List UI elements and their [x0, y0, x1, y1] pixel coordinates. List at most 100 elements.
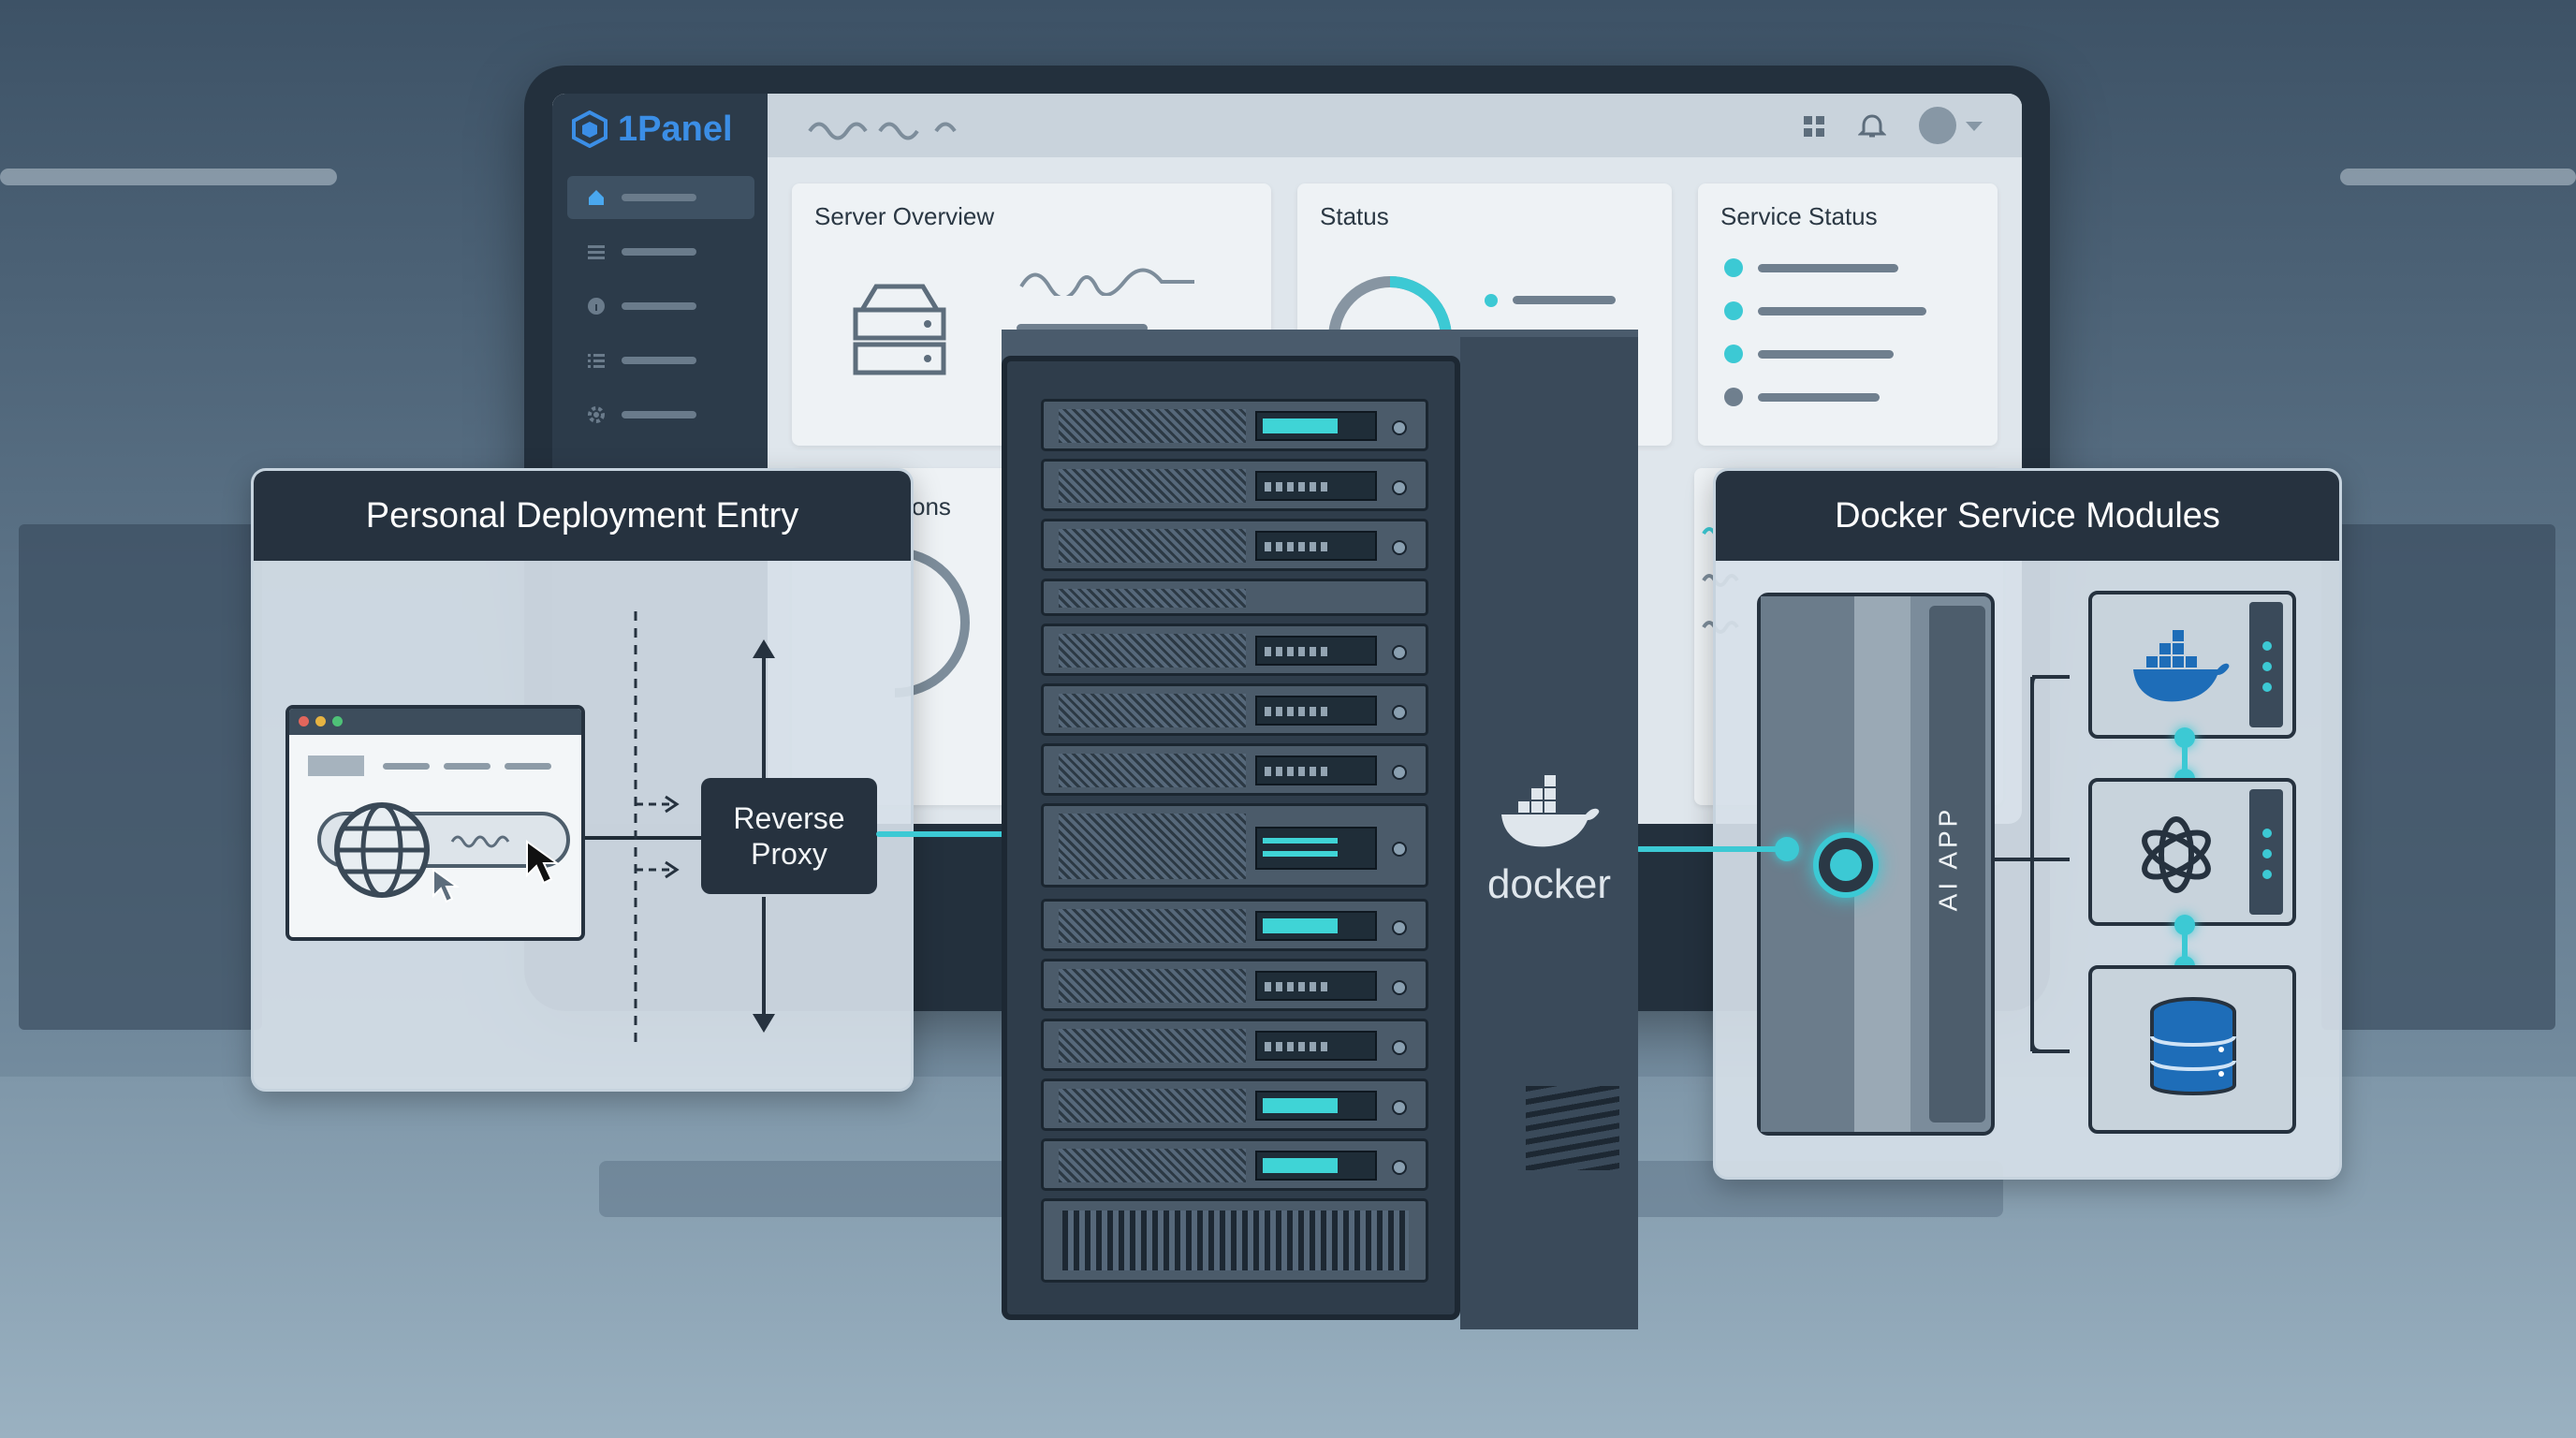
led — [1392, 480, 1407, 495]
info-icon — [586, 296, 607, 316]
grille — [1059, 1149, 1246, 1182]
vertical-label-wrapper: AI APP — [1901, 765, 1995, 952]
service-line — [1758, 307, 1926, 315]
lcd — [1255, 1151, 1377, 1181]
docker-panel-title: Docker Service Modules — [1716, 471, 2339, 561]
ports — [1265, 647, 1330, 656]
proxy-label: Proxy — [751, 837, 827, 871]
server-unit[interactable] — [1041, 519, 1428, 571]
dashed-flow-lines — [634, 611, 680, 1042]
lcd-fill — [1263, 418, 1338, 433]
module-docker[interactable] — [2088, 591, 2296, 739]
server-unit[interactable] — [1041, 899, 1428, 951]
sidebar-item-home[interactable] — [567, 176, 754, 219]
close-dot — [299, 716, 309, 726]
docker-icon — [2133, 630, 2230, 702]
led — [1392, 705, 1407, 720]
module-led — [2262, 662, 2272, 671]
led — [1392, 420, 1407, 435]
browser-block — [308, 756, 364, 776]
bell-icon[interactable] — [1858, 112, 1886, 140]
grille — [1059, 589, 1246, 608]
chain-node — [2174, 727, 2195, 748]
server-unit[interactable] — [1041, 743, 1428, 796]
reverse-proxy-node[interactable]: Reverse Proxy — [701, 778, 877, 894]
server-unit[interactable] — [1041, 1138, 1428, 1191]
chevron-down-icon[interactable] — [1966, 122, 1983, 131]
lcd — [1255, 636, 1377, 666]
server-unit-main[interactable] — [1041, 803, 1428, 888]
lcd — [1255, 756, 1377, 785]
led — [1392, 1100, 1407, 1115]
ports — [1265, 767, 1330, 776]
server-unit[interactable] — [1041, 1019, 1428, 1071]
browser-line — [505, 763, 551, 770]
dashboard-topbar — [552, 94, 2022, 157]
ai-app-gateway[interactable]: AI APP — [1757, 593, 1995, 1136]
server-rack-side: docker — [1460, 337, 1638, 1329]
proxy-label: Reverse — [733, 801, 845, 835]
list-icon — [586, 242, 607, 262]
card-title: Status — [1320, 202, 1389, 230]
service-dot — [1724, 388, 1743, 406]
grille — [1059, 694, 1246, 727]
server-unit-vent[interactable] — [1041, 1198, 1428, 1283]
deployment-panel-title: Personal Deployment Entry — [254, 471, 911, 561]
module-led — [2262, 849, 2272, 858]
grille — [1059, 634, 1246, 668]
brand[interactable]: 1Panel — [571, 109, 733, 149]
sidebar-item-settings[interactable] — [567, 393, 754, 436]
lcd-fill — [1263, 918, 1338, 933]
server-unit[interactable] — [1041, 624, 1428, 676]
module-database[interactable] — [2088, 965, 2296, 1134]
grid-icon[interactable] — [1802, 114, 1826, 139]
bg-rack-left — [19, 524, 262, 1030]
lcd — [1255, 696, 1377, 726]
docker-brand-label: docker — [1486, 861, 1612, 907]
server-unit[interactable] — [1041, 959, 1428, 1011]
connection-line — [585, 836, 701, 840]
server-unit[interactable] — [1041, 683, 1428, 736]
led — [1392, 920, 1407, 935]
grille — [1059, 1089, 1246, 1123]
sidebar-item-menu[interactable] — [567, 339, 754, 382]
server-docker-connector — [1636, 846, 1786, 852]
sidebar-item-info[interactable] — [567, 285, 754, 328]
card-service-status[interactable]: Service Status — [1698, 183, 1998, 446]
browser-line — [383, 763, 430, 770]
sidebar-item-label — [622, 357, 696, 364]
module-tree-lines — [1995, 675, 2070, 1053]
server-unit[interactable] — [1041, 1078, 1428, 1131]
sidebar-item-list[interactable] — [567, 230, 754, 273]
chain-link — [2182, 739, 2188, 778]
card-title: Service Status — [1720, 202, 1878, 230]
lcd — [1255, 411, 1377, 441]
led — [1392, 540, 1407, 555]
server-unit[interactable] — [1041, 459, 1428, 511]
openai-icon — [2142, 816, 2211, 893]
ports — [1265, 542, 1330, 551]
scribble-title — [808, 122, 957, 140]
module-openai[interactable] — [2088, 778, 2296, 926]
deployment-panel: Personal Deployment Entry — [251, 468, 914, 1092]
server-unit[interactable] — [1041, 579, 1428, 616]
menu-icon — [586, 350, 607, 371]
gear-icon — [586, 404, 607, 425]
ai-app-label: AI APP — [1933, 805, 1962, 912]
avatar[interactable] — [1919, 107, 1956, 144]
gateway-slot — [1929, 606, 1985, 1123]
bg-rack-right — [2321, 524, 2555, 1030]
browser-window[interactable] — [285, 705, 585, 941]
lcd — [1255, 971, 1377, 1001]
stat-line — [1017, 324, 1148, 332]
service-dot — [1724, 301, 1743, 320]
module-led — [2262, 641, 2272, 651]
gateway-port[interactable] — [1813, 832, 1879, 898]
browser-line — [444, 763, 490, 770]
service-dot — [1724, 258, 1743, 277]
chain-node — [2174, 915, 2195, 935]
brand-name: 1Panel — [618, 109, 733, 149]
vertical-arrows — [753, 639, 775, 1033]
module-led — [2262, 870, 2272, 879]
server-unit[interactable] — [1041, 399, 1428, 451]
